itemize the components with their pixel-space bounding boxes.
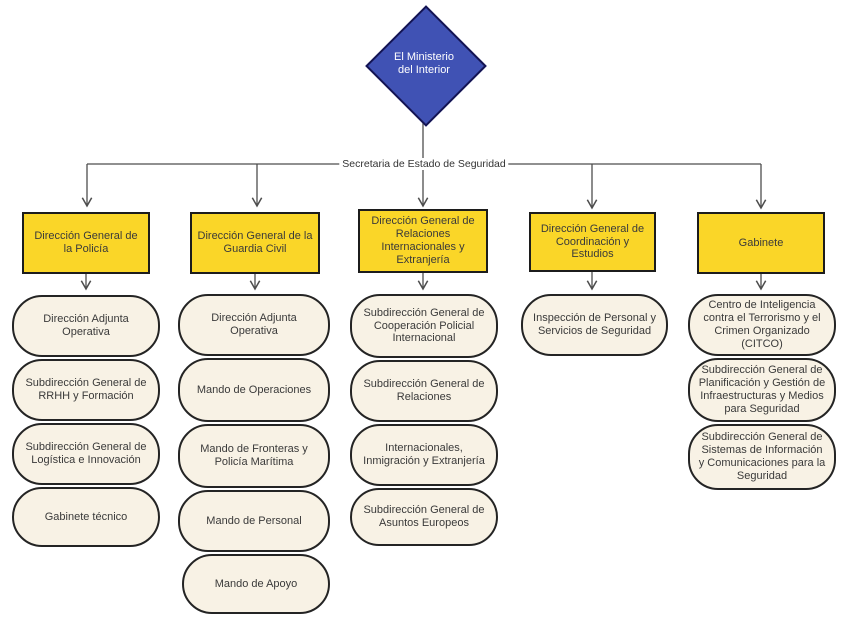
dept-node-gabinete: Gabinete xyxy=(697,212,825,274)
dept-node-coordinacion-estudios: Dirección General de Coordinación y Estu… xyxy=(529,212,656,272)
unit-node-mando-apoyo: Mando de Apoyo xyxy=(182,554,330,614)
unit-node-mando-operaciones: Mando de Operaciones xyxy=(178,358,330,422)
unit-node-asuntos-europeos: Subdirección General de Asuntos Europeos xyxy=(350,488,498,546)
unit-node-gabinete-tecnico: Gabinete técnico xyxy=(12,487,160,547)
unit-node-relaciones: Subdirección General de Relaciones xyxy=(350,360,498,422)
unit-node-rrhh-formacion: Subdirección General de RRHH y Formación xyxy=(12,359,160,421)
unit-node-logistica-innovacion: Subdirección General de Logística e Inno… xyxy=(12,423,160,485)
unit-node-direccion-adjunta-operativa-guardia: Dirección Adjunta Operativa xyxy=(178,294,330,356)
unit-node-mando-personal: Mando de Personal xyxy=(178,490,330,552)
unit-node-inspeccion-personal: Inspección de Personal y Servicios de Se… xyxy=(521,294,668,356)
unit-node-planificacion-infraestructuras: Subdirección General de Planificación y … xyxy=(688,358,836,422)
dept-node-policia: Dirección General de la Policía xyxy=(22,212,150,274)
unit-node-sistemas-informacion: Subdirección General de Sistemas de Info… xyxy=(688,424,836,490)
dept-node-guardia-civil: Dirección General de la Guardia Civil xyxy=(190,212,320,274)
dept-node-relaciones-internacionales: Dirección General de Relaciones Internac… xyxy=(358,209,488,273)
root-node-label: El Ministerio del Interior xyxy=(394,50,454,76)
unit-node-internacionales-inmigracion: Internacionales, Inmigración y Extranjer… xyxy=(350,424,498,486)
unit-node-direccion-adjunta-operativa-policia: Dirección Adjunta Operativa xyxy=(12,295,160,357)
unit-node-mando-fronteras: Mando de Fronteras y Policía Marítima xyxy=(178,424,330,488)
unit-node-cooperacion-policial: Subdirección General de Cooperación Poli… xyxy=(350,294,498,358)
unit-node-citco: Centro de Inteligencia contra el Terrori… xyxy=(688,294,836,356)
secretaria-connector-label: Secretaria de Estado de Seguridad xyxy=(339,158,509,170)
